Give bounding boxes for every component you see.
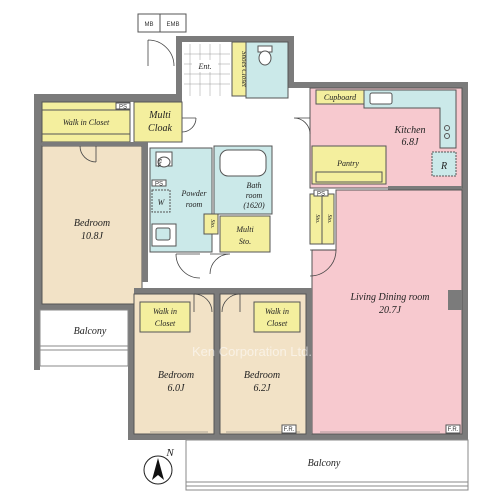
fr-box	[281, 424, 297, 434]
wic-b3-label: Closet	[267, 319, 288, 328]
bedroom-2-label: Bedroom	[158, 370, 194, 381]
wall	[34, 94, 42, 308]
multi-cloak-label: Cloak	[148, 123, 172, 134]
cloak-door	[181, 117, 197, 133]
balcony-bottom-label: Balcony	[308, 458, 341, 469]
wall	[176, 36, 294, 42]
ps-box	[115, 102, 131, 110]
storage-label: Sto.	[209, 219, 215, 228]
refrigerator	[431, 151, 457, 177]
wall	[134, 288, 312, 294]
master-bedroom-label: Bedroom	[74, 218, 110, 229]
multi-cloak	[133, 101, 183, 143]
ps-label: PS	[119, 105, 127, 111]
balcony-left	[39, 309, 129, 367]
hall-door	[309, 249, 337, 277]
meter-box-emb	[159, 13, 187, 33]
bedroom-3-size: 6.2J	[254, 383, 272, 394]
washer-label: W	[158, 198, 166, 207]
wall	[42, 142, 146, 146]
multi-cloak-label: Multi	[148, 110, 171, 121]
bedroom-2-door	[193, 293, 213, 313]
wall	[388, 186, 462, 191]
toilet-2-bowl	[157, 156, 171, 168]
emb-label: EMB	[166, 22, 179, 28]
fr-label: F.R.	[284, 427, 295, 433]
ps-box	[151, 179, 167, 187]
wall	[34, 304, 40, 370]
wall	[128, 434, 468, 440]
storage-label: Sto.	[156, 158, 162, 167]
stove-burner	[444, 133, 450, 139]
toilet-bowl	[258, 50, 272, 66]
wic-b2-label: Closet	[155, 319, 176, 328]
storage-label: Sto.	[326, 214, 332, 223]
wall	[34, 94, 182, 102]
bedroom-door	[79, 145, 97, 163]
bath-room-label: (1620)	[243, 201, 265, 210]
wall	[462, 82, 468, 442]
mb-label: MB	[145, 22, 154, 28]
wall	[142, 142, 148, 282]
bath-room-label: room	[246, 191, 263, 200]
stove-burner	[444, 125, 450, 131]
wall	[306, 288, 312, 434]
pantry-label: Pantry	[336, 159, 359, 168]
ent-label-bg	[192, 60, 218, 72]
living-dining-size: 20.7J	[379, 305, 402, 316]
multi-storage	[219, 215, 271, 253]
fr-label: F.R.	[448, 427, 459, 433]
wall	[288, 36, 294, 86]
kitchen-sink	[369, 92, 393, 105]
shoes-closet-label: Shoes Closet	[240, 51, 248, 88]
ent-label: Ent.	[197, 62, 211, 71]
wall	[288, 82, 468, 88]
closet-shelf	[41, 133, 131, 143]
bedroom-3-label: Bedroom	[244, 370, 280, 381]
kitchen-size: 6.8J	[402, 137, 420, 148]
bedroom-3-door	[221, 293, 241, 313]
hall-door	[293, 117, 311, 135]
master-bedroom-size: 10.8J	[81, 231, 104, 242]
fr-box	[445, 424, 461, 434]
ps-box	[313, 189, 329, 197]
bath-room-label: Bath	[246, 181, 261, 190]
cupboard-label: Cupboard	[324, 93, 357, 102]
wall	[176, 36, 182, 98]
wall	[34, 304, 134, 310]
ps-label: PS	[155, 182, 163, 188]
powder-room-label: Powder	[181, 189, 208, 198]
wic-b2-label: Walk in	[153, 307, 177, 316]
storage	[203, 213, 219, 235]
compass-north-label: N	[165, 447, 174, 459]
washer	[151, 189, 171, 213]
walk-in-closet-b3	[253, 301, 301, 333]
storage-label: Sto.	[314, 214, 320, 223]
watermark: Ken Corporation Ltd.	[192, 344, 312, 359]
balcony-left-label: Balcony	[74, 326, 107, 337]
bathtub	[219, 149, 267, 177]
vanity-sink	[155, 227, 171, 241]
column	[448, 290, 462, 310]
multi-storage-label: Multi	[235, 225, 253, 234]
refrigerator-label: R	[440, 161, 447, 172]
kitchen-label: Kitchen	[393, 125, 425, 136]
walk-in-closet-b2	[139, 301, 191, 333]
hall-door	[209, 253, 231, 275]
ps-label: PS	[317, 192, 325, 198]
front-door	[147, 39, 175, 67]
wall	[214, 288, 220, 434]
multi-storage-label: Sto.	[239, 237, 251, 246]
wall	[128, 308, 134, 440]
wic-b3-label: Walk in	[265, 307, 289, 316]
bedroom-2-size: 6.0J	[168, 383, 186, 394]
compass-icon	[143, 455, 173, 485]
pantry-shelf	[315, 171, 383, 183]
powder-room-label: room	[186, 200, 203, 209]
living-dining-label: Living Dining room	[349, 292, 429, 303]
hall-door	[175, 253, 201, 279]
wic-master-label-1: Walk in Closet	[63, 118, 110, 127]
